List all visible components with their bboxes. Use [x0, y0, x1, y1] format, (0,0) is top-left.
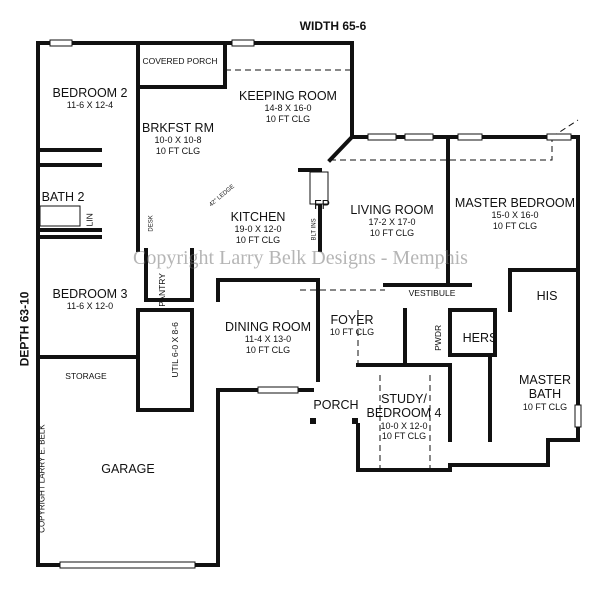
- desk-label: DESK: [148, 215, 155, 232]
- room-size: 6-0 X 8-6: [169, 322, 180, 358]
- width-dimension: WIDTH 65-6: [299, 19, 367, 33]
- room-size: 19-0 X 12-0: [234, 224, 282, 235]
- room-garage: GARAGE: [101, 462, 155, 476]
- room-ceiling: 10 FT CLG: [522, 401, 568, 412]
- room-name: DINING ROOM: [224, 320, 312, 334]
- fireplace: FP: [314, 198, 330, 212]
- room-name: BATH: [528, 387, 562, 402]
- room-size: 14-8 X 16-0: [264, 103, 312, 114]
- room-name: LIVING ROOM: [350, 203, 434, 217]
- room-size: 11-6 X 12-0: [66, 301, 114, 312]
- room-name: BEDROOM 3: [52, 287, 128, 301]
- room-covered-porch: COVERED PORCH: [142, 56, 218, 66]
- watermark: Copyright Larry Belk Designs - Memphis: [133, 247, 468, 269]
- room-storage: STORAGE: [65, 371, 107, 381]
- room-name: FOYER: [330, 313, 374, 327]
- built-ins: BLT INS: [311, 218, 318, 241]
- room-ceiling: 10 FT CLG: [492, 220, 538, 231]
- room-ceiling: 10 FT CLG: [245, 344, 291, 355]
- room-name: KITCHEN: [230, 210, 286, 224]
- room-name: MASTER: [518, 373, 572, 387]
- room-name: BRKFST RM: [142, 121, 214, 135]
- room-name: MASTER BEDROOM: [454, 196, 576, 210]
- room-size: 15-0 X 16-0: [491, 210, 539, 221]
- room-size: 10-0 X 12-0: [380, 420, 428, 431]
- depth-dimension: DEPTH 63-10: [17, 291, 32, 367]
- side-copyright: COPYRIGHT LARRY E. BELK: [37, 424, 47, 533]
- room-powder: PWDR: [433, 324, 444, 351]
- room-ceiling: 10 FT CLG: [381, 431, 427, 442]
- room-name: STUDY/: [381, 392, 427, 406]
- room-size: 17-2 X 17-0: [368, 217, 416, 228]
- room-name: UTIL: [169, 359, 180, 378]
- room-size: 11-6 X 12-4: [66, 100, 114, 111]
- room-vestibule: VESTIBULE: [408, 288, 456, 298]
- room-name: BEDROOM 2: [52, 86, 128, 100]
- room-ceiling: 10 FT CLG: [265, 113, 311, 124]
- room-size: 11-4 X 13-0: [244, 334, 292, 345]
- room-his: HIS: [536, 289, 558, 303]
- room-hers: HERS: [462, 331, 498, 345]
- room-porch: PORCH: [313, 398, 359, 412]
- room-ceiling: 10 FT CLG: [329, 327, 375, 338]
- room-name: KEEPING ROOM: [239, 89, 337, 103]
- room-name: BEDROOM 4: [366, 406, 442, 421]
- room-pantry: PANTRY: [156, 273, 167, 307]
- room-ceiling: 10 FT CLG: [155, 145, 201, 156]
- room-ceiling: 10 FT CLG: [369, 227, 415, 238]
- room-bath-2: BATH 2: [41, 190, 85, 204]
- room-size: 10-0 X 10-8: [154, 135, 202, 146]
- room-ceiling: 10 FT CLG: [235, 234, 281, 245]
- room-util: UTIL 6-0 X 8-6: [169, 322, 181, 378]
- room-linen: LIN: [84, 213, 95, 227]
